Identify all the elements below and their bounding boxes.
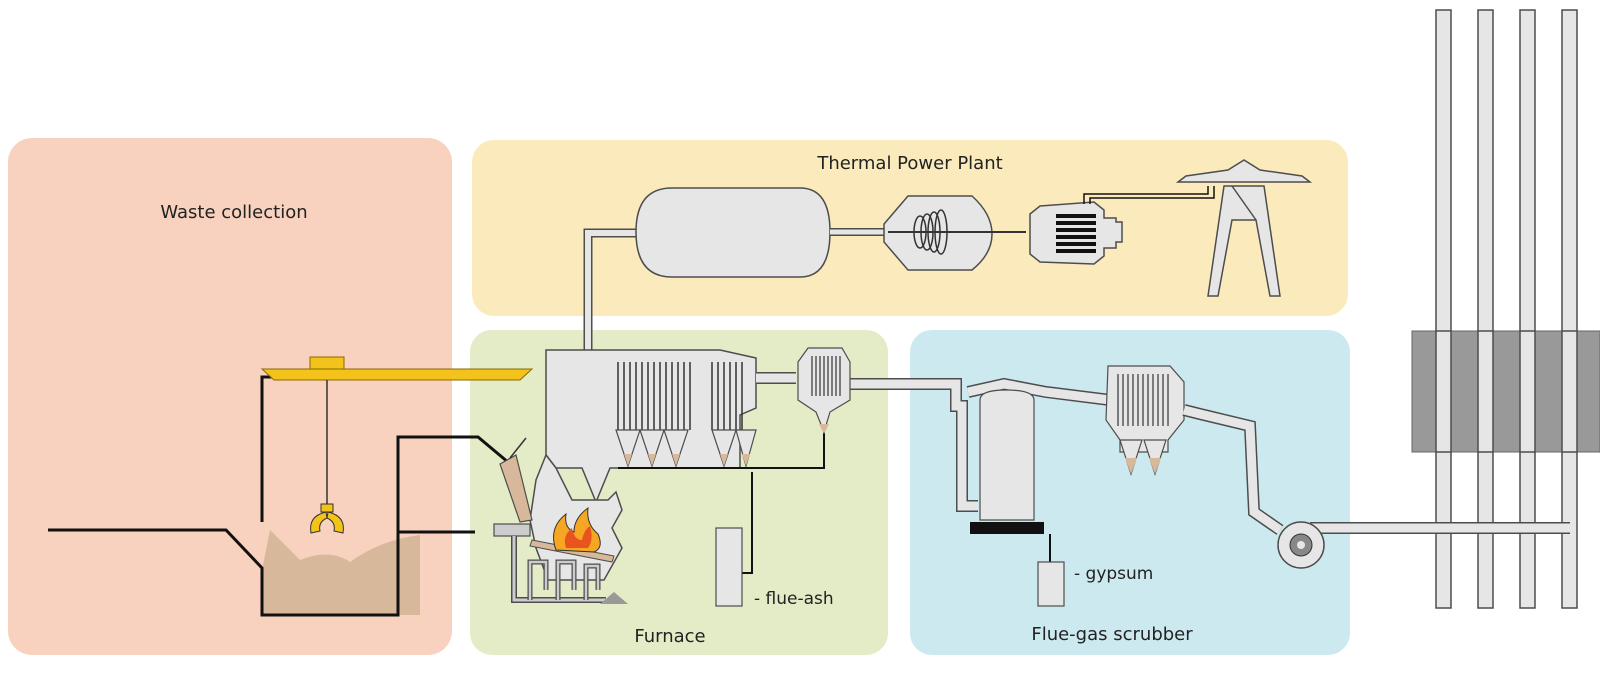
waste-collection-label: Waste collection — [160, 202, 307, 223]
boiler — [493, 228, 825, 607]
steam-drum — [635, 187, 831, 278]
turbine-icon — [830, 195, 1026, 271]
gypsum-label: - gypsum — [1074, 564, 1153, 584]
flue-ash-label: - flue-ash — [754, 589, 834, 609]
fire-icon — [553, 506, 601, 553]
crane — [260, 356, 534, 534]
scrubber — [946, 365, 1570, 607]
flue-ash-bin — [715, 527, 743, 607]
waste-bunker — [48, 375, 516, 617]
crane-grab-icon — [310, 503, 344, 534]
thermal-power-plant-label: Thermal Power Plant — [816, 153, 1002, 174]
generator-icon — [1029, 186, 1215, 265]
fan-icon — [1277, 521, 1325, 569]
chimney — [1411, 9, 1600, 609]
flue-gas-scrubber-label: Flue-gas scrubber — [1031, 624, 1193, 645]
transmission-tower-icon — [1175, 159, 1313, 297]
gypsum-bin — [1037, 561, 1065, 607]
flue-gas-duct — [756, 347, 946, 434]
furnace-label: Furnace — [634, 626, 705, 647]
